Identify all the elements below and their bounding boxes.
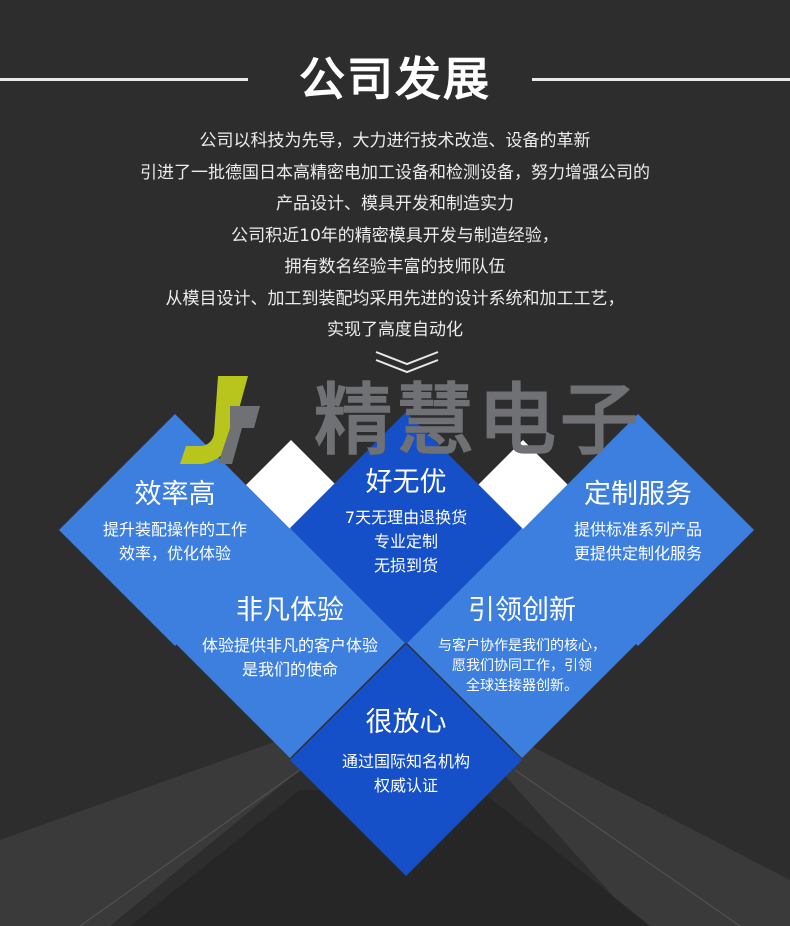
card-line: 效率，优化体验: [118, 544, 231, 563]
card-line: 提供标准系列产品: [573, 520, 702, 539]
card-custom: 定制服务 提供标准系列产品 更提供定制化服务: [538, 478, 738, 566]
intro-line: 公司积近10年的精密模具开发与制造经验，: [231, 225, 559, 246]
section-header: 公司发展: [0, 48, 790, 110]
diamond-reliable: [290, 644, 522, 876]
card-title: 定制服务: [584, 479, 692, 510]
double-chevron-down-icon: [375, 351, 439, 374]
card-line: 与客户协作是我们的核心，: [438, 638, 606, 654]
card-line: 无损到货: [373, 556, 438, 575]
card-title: 效率高: [134, 479, 216, 510]
card-title: 非凡体验: [236, 595, 344, 626]
intro-line: 公司以科技为先导，大力进行技术改造、设备的革新: [199, 131, 591, 151]
card-line: 是我们的使命: [241, 660, 338, 679]
intro-line: 实现了高度自动化: [327, 320, 463, 340]
card-line: 7天无理由退换货: [344, 508, 468, 527]
card-line: 专业定制: [373, 532, 438, 551]
card-line: 全球连接器创新。: [466, 678, 578, 694]
card-line: 体验提供非凡的客户体验: [201, 636, 378, 655]
title-divider-left: [0, 78, 248, 81]
intro-text: 公司以科技为先导，大力进行技术改造、设备的革新 引进了一批德国日本高精密电加工设…: [0, 126, 790, 347]
intro-line: 产品设计、模具开发和制造实力: [276, 194, 514, 214]
page-title: 公司发展: [299, 52, 491, 106]
card-title: 很放心: [365, 707, 447, 738]
card-line: 通过国际知名机构: [341, 752, 470, 771]
title-divider-right: [532, 78, 790, 81]
jh-logo-icon: [180, 376, 260, 464]
card-title: 引领创新: [468, 595, 576, 626]
logo-text: 精慧电子: [314, 376, 643, 466]
diamond-quality: [290, 412, 522, 644]
card-experience: 非凡体验 体验提供非凡的客户体验 是我们的使命: [180, 594, 400, 682]
intro-line: 拥有数名经验丰富的技师队伍: [284, 257, 506, 277]
card-line: 愿我们协同工作，引领: [452, 658, 592, 674]
intro-line: 从模目设计、加工到装配均采用先进的设计系统和加工工艺，: [165, 288, 625, 309]
card-line: 更提供定制化服务: [573, 544, 702, 563]
card-innovation: 引领创新 与客户协作是我们的核心， 愿我们协同工作，引领 全球连接器创新。: [417, 594, 627, 696]
card-line: 提升装配操作的工作: [102, 520, 247, 539]
card-quality: 好无优 7天无理由退换货 专业定制 无损到货: [306, 466, 506, 578]
card-title: 好无优: [365, 467, 447, 498]
card-efficiency: 效率高 提升装配操作的工作 效率，优化体验: [75, 478, 275, 566]
card-line: 权威认证: [373, 776, 438, 795]
intro-line: 引进了一批德国日本高精密电加工设备和检测设备，努力增强公司的: [140, 162, 650, 183]
card-reliable: 很放心 通过国际知名机构 权威认证: [306, 706, 506, 798]
company-logo: 精慧电子: [172, 372, 642, 472]
